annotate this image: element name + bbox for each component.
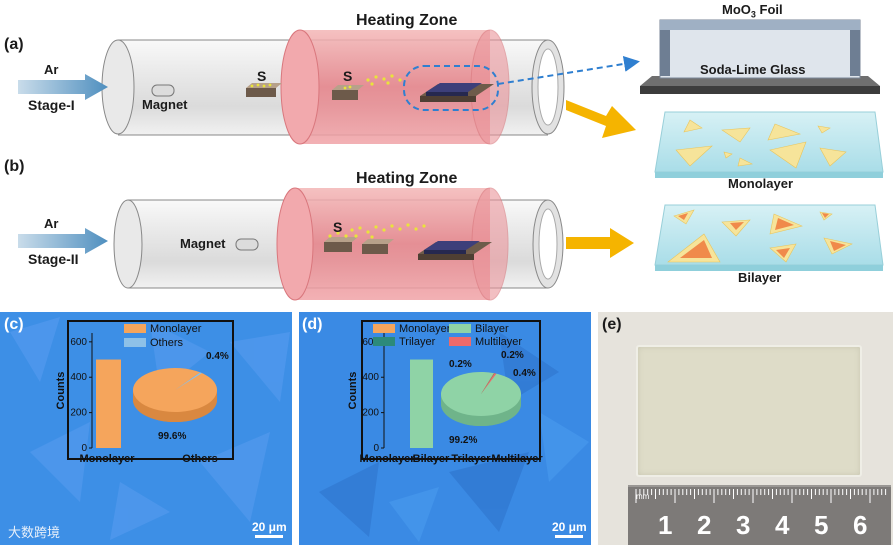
ruler-number-2: 2 xyxy=(697,510,712,540)
sulfur-label-upstream: S xyxy=(257,68,267,84)
legend-swatch xyxy=(124,338,146,347)
y-tick-label: 200 xyxy=(70,408,87,419)
pie-label: 0.2% xyxy=(501,350,524,361)
pie-label: 0.4% xyxy=(206,351,229,362)
category-label: Monolayer xyxy=(79,453,135,465)
magnet-label-stage1: Magnet xyxy=(142,97,188,112)
ruler-number-6: 6 xyxy=(853,510,868,540)
zoom-dashed-arrow xyxy=(497,55,640,85)
category-label: Others xyxy=(182,453,217,465)
legend-swatch xyxy=(373,337,395,346)
scale-bar-label-c: 20 μm xyxy=(252,520,287,534)
pie-slice-bilayer xyxy=(441,372,522,417)
heating-zone-label-stage1: Heating Zone xyxy=(356,12,458,29)
y-tick-label: 400 xyxy=(70,372,87,383)
glass-bilayer xyxy=(654,204,884,271)
panel-label-c: (c) xyxy=(4,316,24,333)
heating-zone-label-stage2: Heating Zone xyxy=(356,170,458,187)
gas-label-stage2: Ar xyxy=(44,216,59,231)
legend-swatch xyxy=(373,324,395,333)
panel-label-a: (a) xyxy=(4,36,24,53)
ruler-number-3: 3 xyxy=(736,510,751,540)
pie-slice-monolayer xyxy=(132,367,217,412)
category-label: Bilayer xyxy=(413,453,450,465)
sulfur-label-heated: S xyxy=(343,68,353,84)
result-arrow-stage1 xyxy=(566,100,636,138)
moo3-stack-stage1 xyxy=(420,83,494,102)
sulfur-vapor-stage2 xyxy=(328,223,426,239)
sulfur-boat-stage2-a xyxy=(324,237,358,252)
cvd-schematic xyxy=(18,19,884,301)
pie-label: 99.2% xyxy=(449,435,477,446)
sulfur-boat-heated xyxy=(332,85,364,100)
y-tick-label: 0 xyxy=(373,443,379,454)
sulfur-boat-stage2-b xyxy=(362,239,394,254)
legend-swatch xyxy=(449,324,471,333)
glass-monolayer xyxy=(654,111,884,178)
legend-label: Trilayer xyxy=(399,336,436,348)
panel-label-e: (e) xyxy=(602,316,622,333)
y-tick-label: 600 xyxy=(362,337,379,348)
foil-glass-inset xyxy=(640,19,880,94)
watermark: 大数跨境 xyxy=(8,526,61,541)
chart-box-c xyxy=(67,320,234,460)
monolayer-label: Monolayer xyxy=(728,176,794,191)
sulfur-boat-upstream xyxy=(246,83,282,97)
legend-label: Bilayer xyxy=(475,323,509,335)
y-tick-label: 0 xyxy=(81,443,87,454)
stage1-label: Stage-I xyxy=(28,97,75,113)
panel-label-d: (d) xyxy=(302,316,323,333)
y-tick-label: 200 xyxy=(362,408,379,419)
legend-label: Others xyxy=(150,337,184,349)
scale-bar-d xyxy=(555,535,583,538)
ruler-number-5: 5 xyxy=(814,510,829,540)
soda-lime-glass-label: Soda-Lime Glass xyxy=(700,62,806,77)
legend-label: Multilayer xyxy=(475,336,522,348)
category-label: Trilayer xyxy=(451,453,491,465)
scale-bar-label-d: 20 μm xyxy=(552,520,587,534)
ruler-number-4: 4 xyxy=(775,510,790,540)
mos2-film-sample xyxy=(636,345,862,477)
pie-label: 0.2% xyxy=(449,359,472,370)
legend-label: Monolayer xyxy=(150,323,202,335)
ruler-numbers: 1 2 3 4 5 6 xyxy=(628,510,891,540)
y-tick-label: 400 xyxy=(362,372,379,383)
sulfur-label-stage2: S xyxy=(333,219,343,235)
ruler-unit: mm xyxy=(636,492,650,501)
legend-swatch xyxy=(449,337,471,346)
legend-label: Monolayer xyxy=(399,323,451,335)
ruler xyxy=(628,485,891,545)
result-arrow-stage2 xyxy=(566,228,634,258)
chart-box-d xyxy=(361,320,541,460)
pie-label: 0.4% xyxy=(513,368,536,379)
y-axis-label: Counts xyxy=(347,372,359,410)
magnet-label-stage2: Magnet xyxy=(180,236,226,251)
sulfur-vapor-stage1 xyxy=(366,74,402,86)
moo3-stack-stage2 xyxy=(418,241,492,260)
ar-flow-arrow-stage1 xyxy=(18,74,108,100)
pie-slice-multilayer xyxy=(481,373,497,394)
bar-bilayer xyxy=(410,359,433,448)
panel-label-b: (b) xyxy=(4,158,25,175)
magnet-stage2 xyxy=(235,238,259,251)
category-label: Multilayer xyxy=(491,453,543,465)
bilayer-label: Bilayer xyxy=(738,270,782,285)
gas-label-stage1: Ar xyxy=(44,62,59,77)
bar-monolayer xyxy=(96,359,121,448)
y-tick-label: 600 xyxy=(70,337,87,348)
pie-slice-others xyxy=(175,372,202,390)
y-axis-label: Counts xyxy=(55,372,67,410)
magnet-stage1 xyxy=(151,84,175,97)
category-label: Monolayer xyxy=(359,453,415,465)
ar-flow-arrow-stage2 xyxy=(18,228,108,254)
pie-label: 99.6% xyxy=(158,431,186,442)
ruler-number-1: 1 xyxy=(658,510,673,540)
scale-bar-c xyxy=(255,535,283,538)
moo3-foil-label: MoO3 Foil xyxy=(722,2,783,20)
ruler-ticks xyxy=(635,489,887,503)
legend-swatch xyxy=(124,324,146,333)
stage2-label: Stage-II xyxy=(28,251,79,267)
